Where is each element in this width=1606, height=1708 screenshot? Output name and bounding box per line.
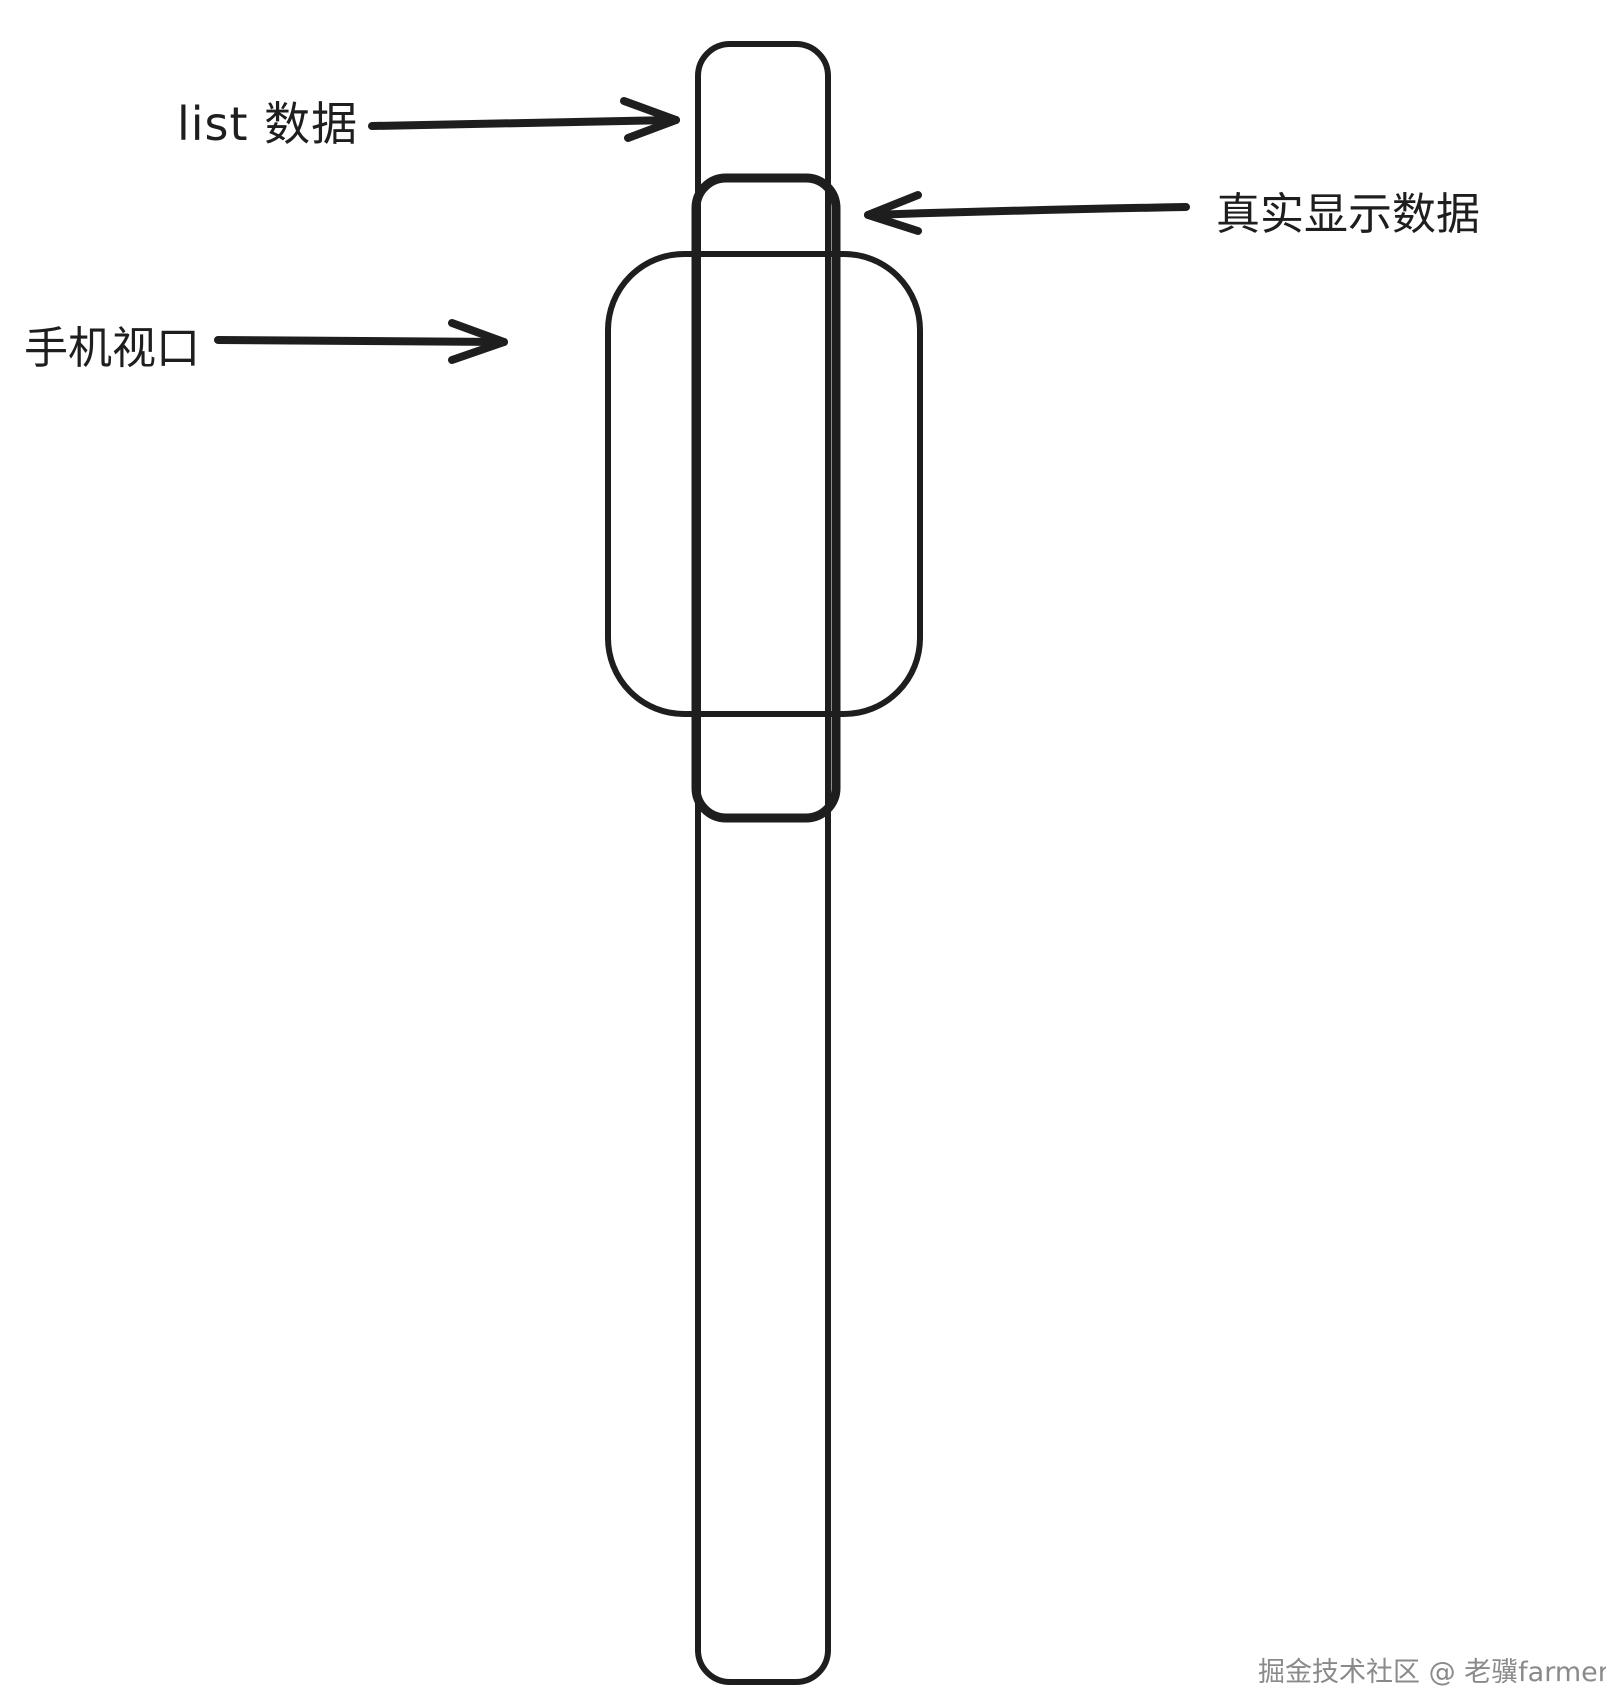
list-data-label: list 数据 — [177, 97, 359, 151]
list-arrow — [368, 97, 680, 142]
viewport-label: 手机视口 — [24, 323, 200, 374]
watermark: 掘金技术社区 @ 老骥farmer — [1258, 1657, 1606, 1688]
real-display-label: 真实显示数据 — [1216, 189, 1480, 240]
real-display-box — [691, 173, 841, 823]
list-data-box — [695, 41, 831, 1685]
viewport-box — [605, 251, 923, 717]
viewport-arrow — [214, 319, 508, 364]
real-display-arrow — [864, 191, 1190, 235]
